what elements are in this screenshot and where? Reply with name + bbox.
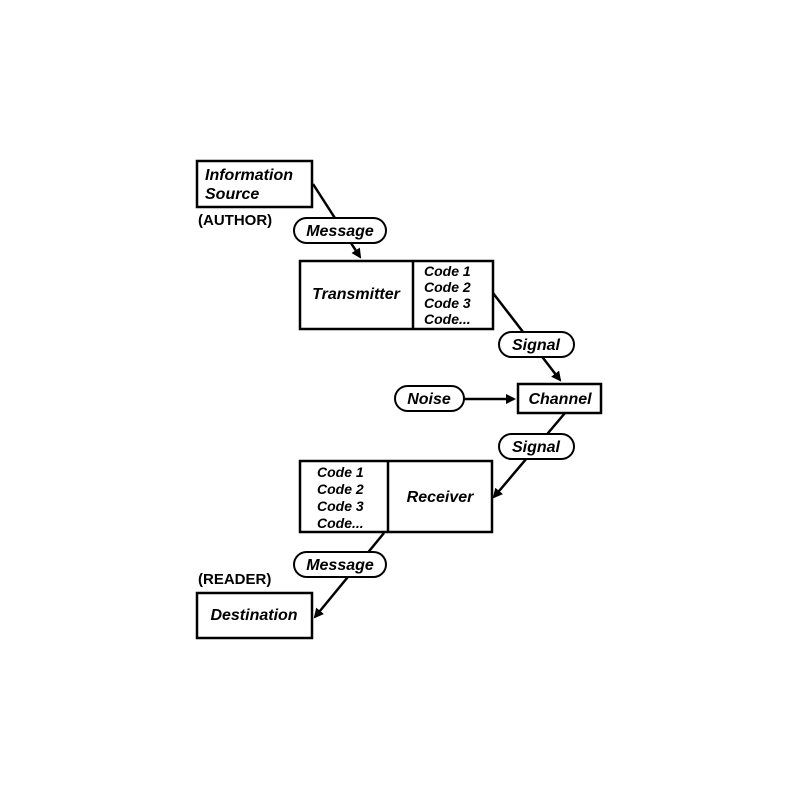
message-pill-bottom: Message [293, 551, 387, 578]
destination-label: Destination [210, 607, 297, 624]
channel-label: Channel [528, 391, 592, 408]
destination-box: Destination [195, 591, 314, 640]
channel-box: Channel [516, 382, 603, 415]
receiver-box: Code 1 Code 2 Code 3 Code... Receiver [298, 459, 494, 534]
source-label-line2: Source [205, 186, 259, 203]
author-role-label: (AUTHOR) [198, 212, 272, 229]
receiver-code-more: Code... [317, 515, 364, 531]
noise-pill: Noise [394, 385, 465, 412]
transmitter-code-more: Code... [424, 311, 471, 327]
signal-pill-top: Signal [498, 331, 575, 358]
receiver-label: Receiver [407, 489, 474, 506]
signal-label-bottom: Signal [512, 439, 561, 456]
transmitter-label: Transmitter [312, 286, 401, 303]
receiver-code-2: Code 2 [317, 481, 364, 497]
signal-pill-bottom: Signal [498, 433, 575, 460]
signal-label-top: Signal [512, 337, 561, 354]
receiver-code-3: Code 3 [317, 498, 364, 514]
message-label-bottom: Message [306, 557, 374, 574]
transmitter-code-2: Code 2 [424, 279, 471, 295]
receiver-code-1: Code 1 [317, 464, 364, 480]
source-label-line1: Information [205, 167, 293, 184]
transmitter-code-3: Code 3 [424, 295, 471, 311]
noise-label: Noise [407, 391, 451, 408]
reader-role-label: (READER) [198, 571, 271, 588]
message-pill-top: Message [293, 217, 387, 244]
transmitter-box: Transmitter Code 1 Code 2 Code 3 Code... [298, 259, 495, 331]
information-source-box: Information Source [195, 159, 314, 209]
message-label-top: Message [306, 223, 374, 240]
transmitter-code-1: Code 1 [424, 263, 471, 279]
